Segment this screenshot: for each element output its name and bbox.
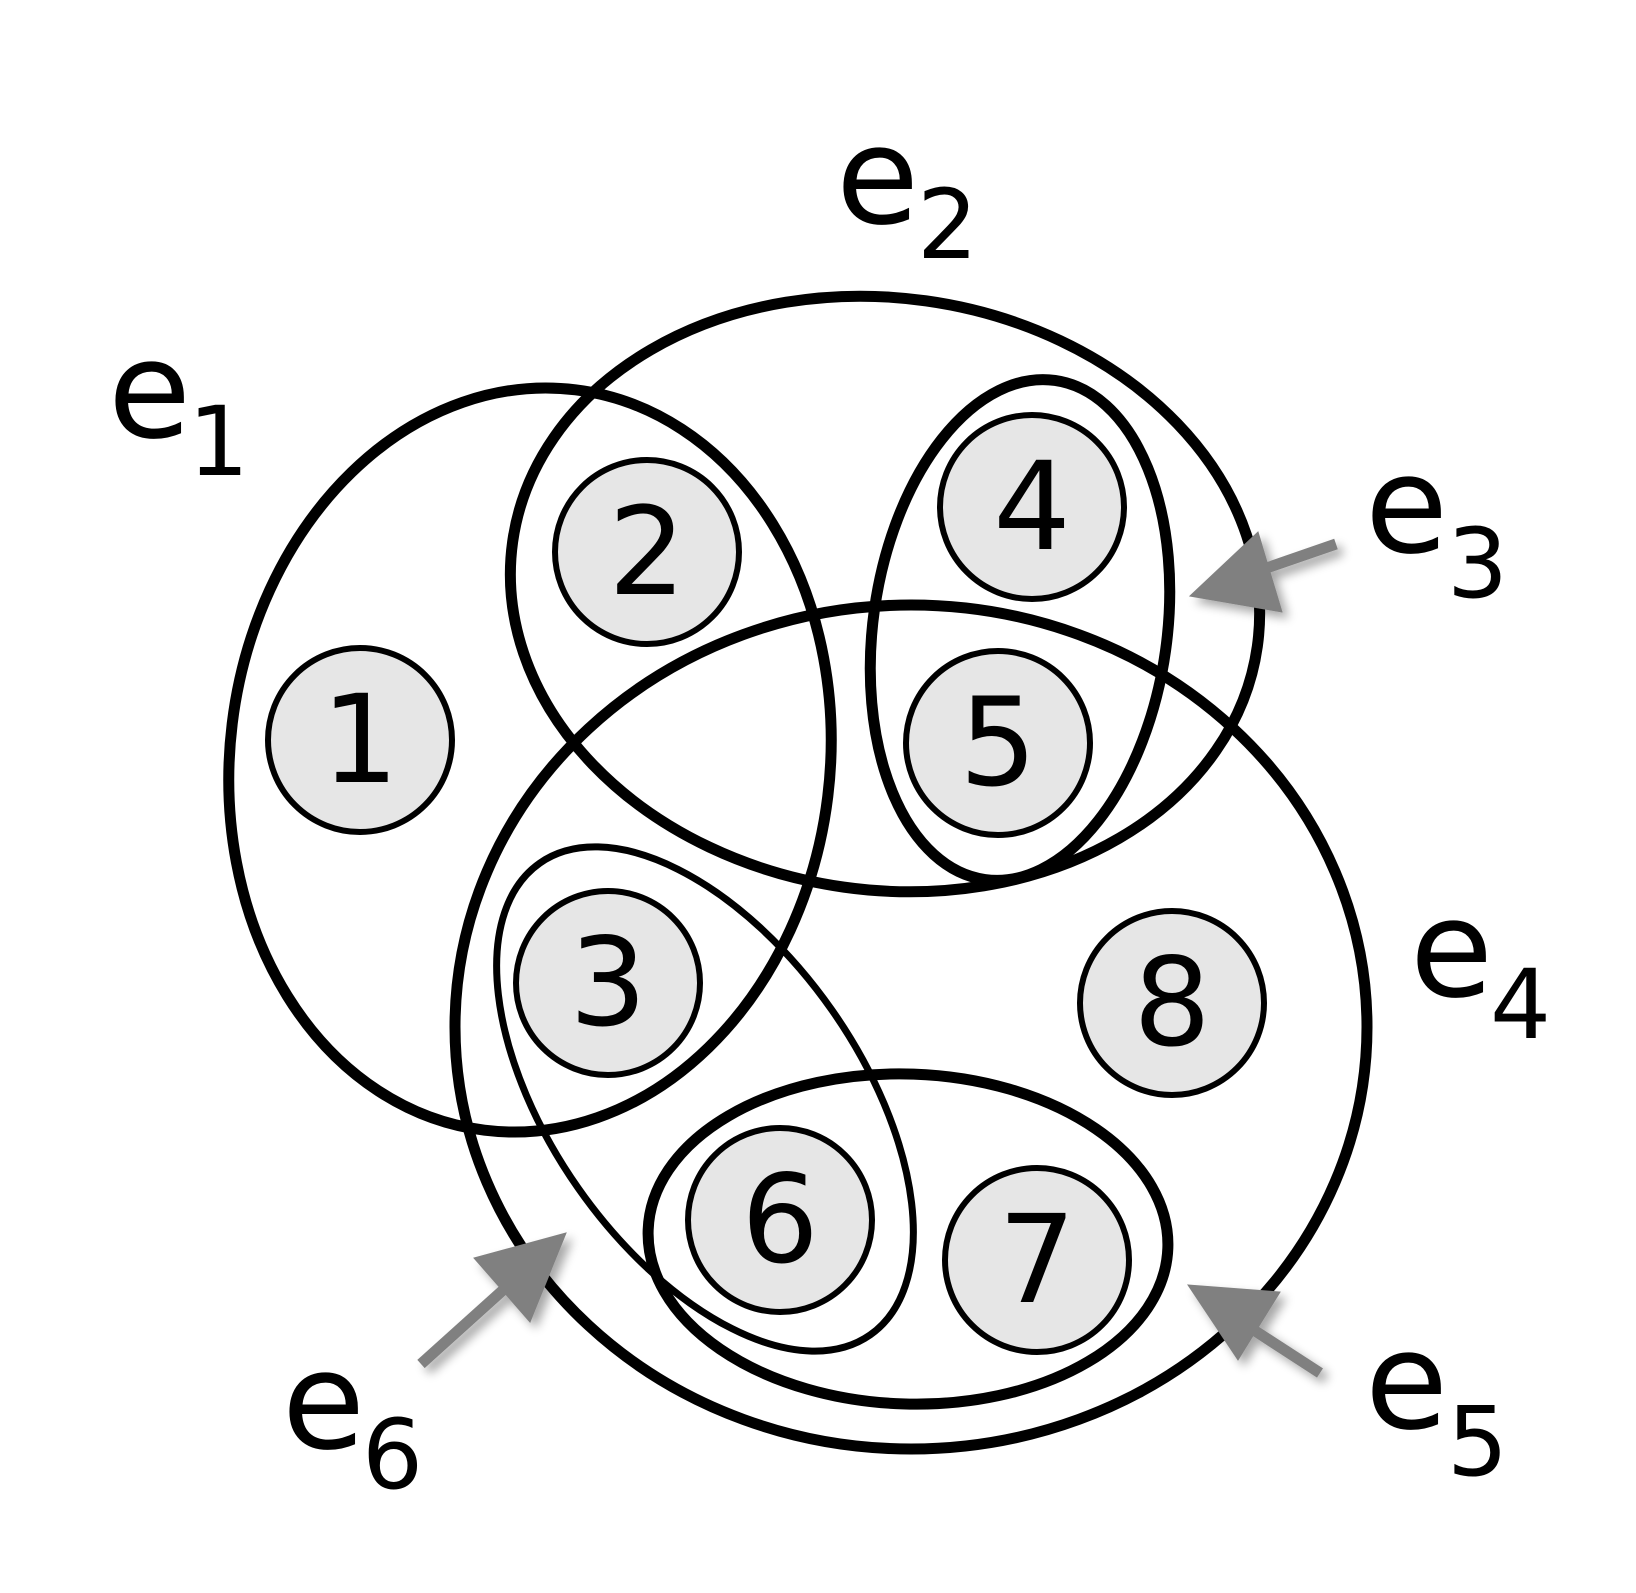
node-label-2: 2 xyxy=(608,481,686,623)
node-label-5: 5 xyxy=(959,672,1037,814)
node-circle-7 xyxy=(942,1165,1132,1355)
label-e4-subscript: 4 xyxy=(1490,949,1551,1061)
hyperedge-e6-outline xyxy=(493,843,917,1355)
label-e2-base: e xyxy=(836,98,919,255)
arrow-e5-head xyxy=(1187,1284,1281,1361)
node-circle-3 xyxy=(513,888,703,1078)
label-e1: e 1 xyxy=(108,312,249,498)
label-e2: e 2 xyxy=(836,98,978,281)
label-e6-subscript: 6 xyxy=(362,1399,423,1511)
arrow-group xyxy=(417,531,1338,1378)
node-circle-6 xyxy=(685,1125,875,1315)
arrow-e6 xyxy=(417,1232,567,1369)
node-label-8: 8 xyxy=(1133,932,1211,1074)
label-e3: e 3 xyxy=(1365,427,1508,620)
label-e2-subscript: 2 xyxy=(917,169,978,281)
arrow-e6-head xyxy=(473,1232,567,1323)
hyperedge-e4-outline xyxy=(449,599,1373,1455)
arrow-e3 xyxy=(1188,531,1338,613)
node-label-6: 6 xyxy=(741,1149,819,1291)
label-e5: e 5 xyxy=(1365,1303,1508,1498)
node-group: 1 2 3 4 5 6 7 8 xyxy=(265,412,1267,1355)
label-e6-base: e xyxy=(282,1323,365,1480)
node-circle-4 xyxy=(937,412,1127,602)
label-e3-subscript: 3 xyxy=(1447,508,1508,620)
node-6: 6 xyxy=(685,1125,875,1315)
arrow-e3-head xyxy=(1188,531,1283,613)
label-e6: e 6 xyxy=(282,1323,423,1511)
node-label-4: 4 xyxy=(993,436,1071,578)
node-5: 5 xyxy=(903,648,1093,838)
label-e3-base: e xyxy=(1365,427,1448,584)
node-circle-1 xyxy=(265,645,455,835)
label-e1-subscript: 1 xyxy=(188,386,249,498)
node-circle-5 xyxy=(903,648,1093,838)
hyperedge-e2-outline xyxy=(504,290,1266,898)
node-circle-8 xyxy=(1077,908,1267,1098)
node-7: 7 xyxy=(942,1165,1132,1355)
node-circle-2 xyxy=(552,457,742,647)
node-1: 1 xyxy=(265,645,455,835)
label-e4: e 4 xyxy=(1410,871,1551,1061)
hyperedge-group xyxy=(223,290,1373,1455)
node-label-1: 1 xyxy=(321,669,399,811)
arrow-e5 xyxy=(1187,1284,1323,1378)
node-4: 4 xyxy=(937,412,1127,602)
label-e5-base: e xyxy=(1365,1303,1448,1460)
hyperedge-e5-outline xyxy=(642,1068,1174,1410)
label-e1-base: e xyxy=(108,312,191,469)
label-e5-subscript: 5 xyxy=(1447,1386,1508,1498)
node-label-7: 7 xyxy=(998,1189,1076,1331)
node-8: 8 xyxy=(1077,908,1267,1098)
node-3: 3 xyxy=(513,888,703,1078)
hyperedge-label-group: e 1 e 2 e 3 e 4 e 5 e 6 xyxy=(108,98,1551,1511)
node-label-3: 3 xyxy=(569,912,647,1054)
label-e4-base: e xyxy=(1410,871,1493,1028)
hyperedge-e1-outline xyxy=(223,382,837,1138)
node-2: 2 xyxy=(552,457,742,647)
